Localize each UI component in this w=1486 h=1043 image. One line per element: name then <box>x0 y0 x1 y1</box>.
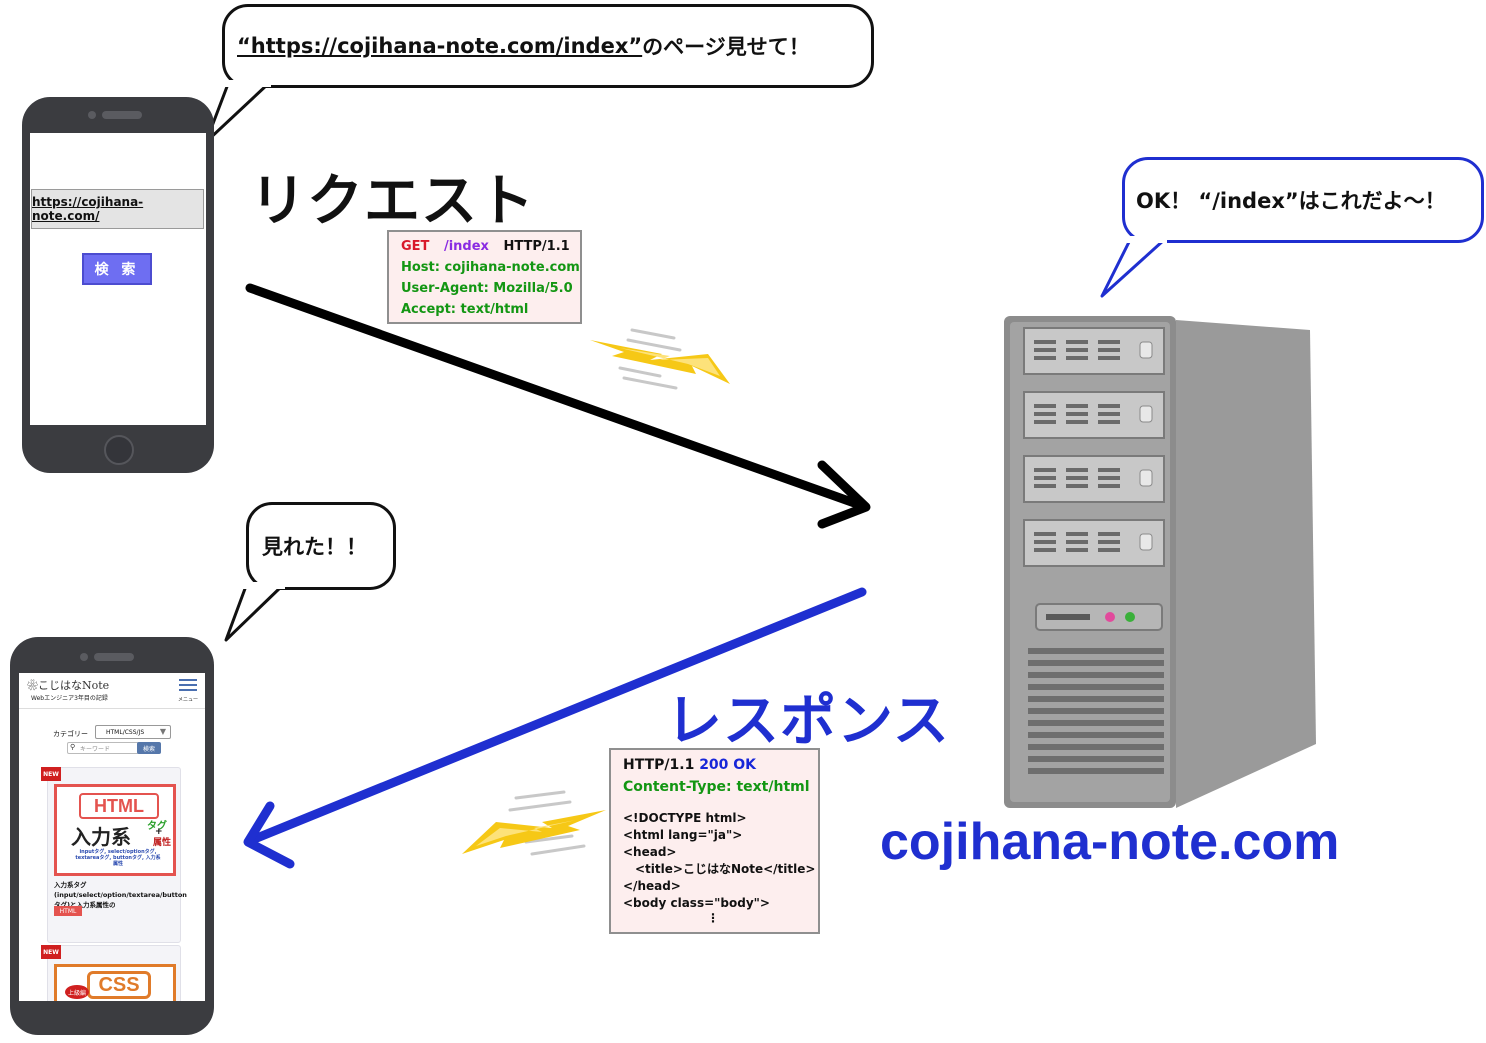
phone-home-button[interactable] <box>104 435 134 465</box>
status-line: HTTP/1.1 200 OK <box>623 754 806 776</box>
client-speech-bubble: 見れた！！ <box>246 502 396 590</box>
new-badge: NEW <box>41 767 61 781</box>
http-path: /index <box>443 239 489 254</box>
http-user-agent-header: User-Agent: Mozilla/5.0 <box>401 281 573 296</box>
thumb-attr-text: 属性 <box>153 838 172 848</box>
body-line-head-close: </head> <box>623 879 681 893</box>
thumb-main-text: 入力系 <box>71 825 131 849</box>
server-bubble-tail <box>1100 236 1167 298</box>
request-label: リクエスト <box>250 169 535 234</box>
client-phone-top: https://cojihana-note.com/ 検 索 <box>22 97 214 473</box>
body-line-head: <head> <box>623 845 677 859</box>
client-bubble-text: 見れた！！ <box>262 535 367 559</box>
request-bubble-url: “https://cojihana-note.com/index” <box>237 34 643 58</box>
body-line-doctype: <!DOCTYPE html> <box>623 811 747 825</box>
http-host-header: Host: cojihana-note.com <box>401 260 580 275</box>
blog-subtitle: Webエンジニア3年目の記録 <box>31 695 108 702</box>
response-status: 200 OK <box>699 757 757 773</box>
new-badge: NEW <box>41 945 61 959</box>
http-accept-header: Accept: text/html <box>401 302 529 317</box>
search-button[interactable]: 検 索 <box>82 253 152 285</box>
http-method: GET <box>401 239 430 254</box>
browser-url-field[interactable]: https://cojihana-note.com/ <box>31 189 204 229</box>
server-speech-bubble: OK！ “/index”はこれだよ〜！ <box>1122 157 1484 243</box>
response-bolt-icon <box>462 790 606 856</box>
thumb-plus: + <box>155 827 163 837</box>
server-name-label: cojihana-note.com <box>880 813 1340 871</box>
phone-top-screen: https://cojihana-note.com/ 検 索 <box>30 133 206 425</box>
body-line-body: <body class="body"> <box>623 896 770 910</box>
content-type-header: Content-Type: text/html <box>623 779 810 795</box>
article-title[interactable]: 入力系タグ(input/select/option/textarea/butto… <box>54 881 187 909</box>
keyword-search-button[interactable]: 検索 <box>137 742 161 754</box>
phone-speaker <box>102 111 142 119</box>
request-line: GET /index HTTP/1.1 <box>401 236 570 257</box>
request-bubble-text: のページ見せて！ <box>642 35 810 59</box>
response-version: HTTP/1.1 <box>623 757 695 773</box>
blog-logo[interactable]: ❀こじはなNote <box>27 679 110 692</box>
client-bubble-tail <box>224 582 285 642</box>
blog-header: ❀こじはなNote Webエンジニア3年目の記録 メニュー <box>19 673 205 709</box>
thumb-tag-text: タグ <box>147 821 167 832</box>
category-label: カテゴリー <box>53 730 88 738</box>
response-label: レスポンス <box>666 689 950 754</box>
phone-bottom-screen: ❀こじはなNote Webエンジニア3年目の記録 メニュー カテゴリー HTML… <box>19 673 205 1001</box>
thumb-css-tag: CSS <box>87 971 151 999</box>
article-card[interactable]: HTML 入力系 タグ + 属性 inputタグ, select/optionタ… <box>47 767 187 943</box>
menu-label: メニュー <box>177 697 198 703</box>
body-line-html: <html lang="ja"> <box>623 828 743 842</box>
body-ellipsis: ⋮ <box>707 911 719 925</box>
phone-camera <box>80 653 88 661</box>
client-phone-bottom: ❀こじはなNote Webエンジニア3年目の記録 メニュー カテゴリー HTML… <box>10 637 214 1035</box>
thumb-html-tag: HTML <box>79 793 159 819</box>
phone-camera <box>88 111 96 119</box>
request-http-box: GET /index HTTP/1.1 Host: cojihana-note.… <box>387 230 582 324</box>
keyword-input[interactable]: ⚲ キーワード <box>67 742 139 754</box>
request-bubble-tail <box>204 80 271 144</box>
thumb-level-badge: 上級編 <box>65 985 89 999</box>
phone-speaker <box>94 653 134 661</box>
request-bolt-icon <box>590 328 730 390</box>
response-http-box: HTTP/1.1 200 OK Content-Type: text/html … <box>609 748 820 934</box>
http-version: HTTP/1.1 <box>503 239 570 254</box>
chevron-down-icon: ▼ <box>159 727 166 736</box>
article-thumbnail: HTML 入力系 タグ + 属性 inputタグ, select/optionタ… <box>54 784 176 876</box>
search-icon: ⚲ <box>70 743 76 751</box>
body-line-title: <title>こじはなNote</title> <box>635 862 816 876</box>
article-thumbnail: CSS 上級編 <box>54 964 176 1001</box>
hamburger-menu-icon[interactable] <box>179 679 197 693</box>
server-bubble-text: OK！ “/index”はこれだよ〜！ <box>1136 189 1446 213</box>
thumb-small-text: inputタグ, select/optionタグ, textareaタグ, bu… <box>75 849 161 867</box>
article-card[interactable]: CSS 上級編 <box>47 945 181 1001</box>
request-speech-bubble: “https://cojihana-note.com/index” のページ見せ… <box>222 4 874 88</box>
category-select[interactable]: HTML/CSS/JS ▼ <box>95 725 171 739</box>
article-category-badge[interactable]: HTML <box>54 906 82 916</box>
web-server-icon <box>1004 316 1316 808</box>
